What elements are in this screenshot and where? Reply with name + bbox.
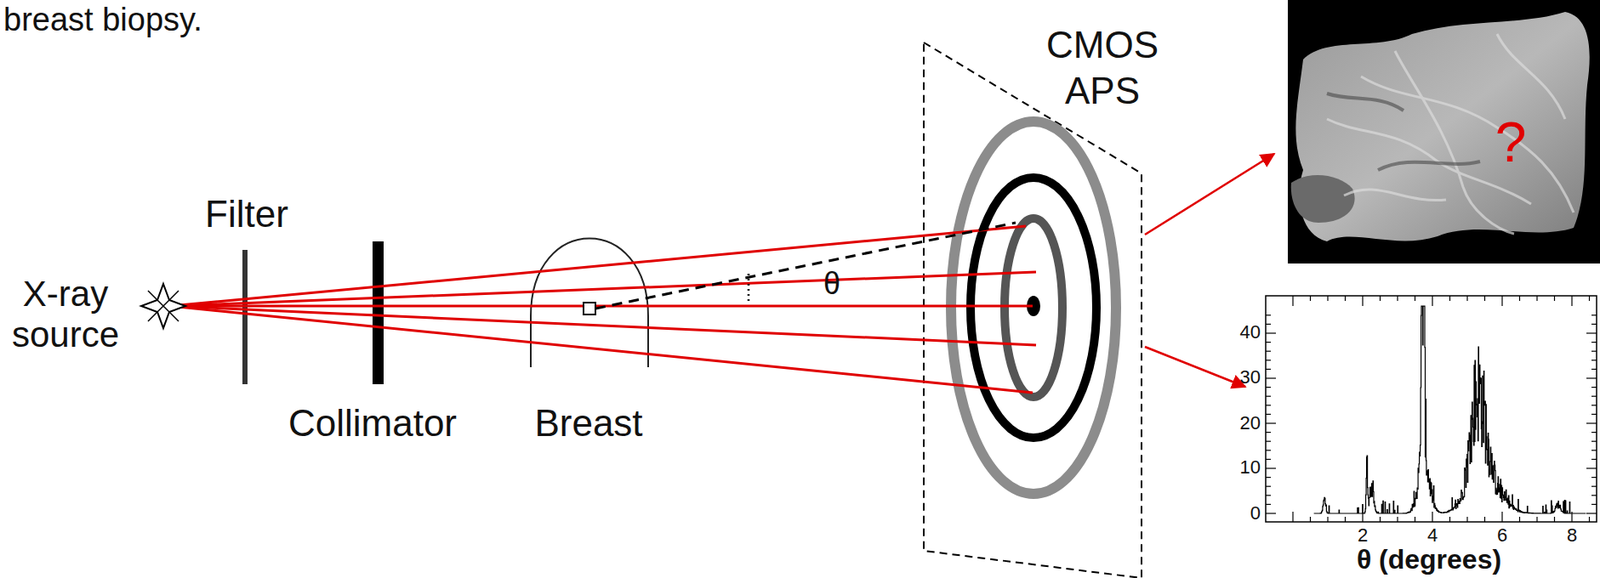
sample-voxel bbox=[583, 302, 596, 315]
collimator-plate bbox=[372, 241, 384, 385]
filter-plate bbox=[242, 250, 248, 385]
histogram-frame bbox=[1265, 296, 1597, 523]
tissue-strands bbox=[1326, 34, 1574, 234]
question-mark: ? bbox=[1495, 110, 1527, 176]
tick-label: 30 bbox=[1240, 366, 1261, 388]
tick-label: 20 bbox=[1240, 412, 1261, 434]
detector-plane bbox=[923, 42, 1142, 578]
middle-ring bbox=[970, 177, 1097, 439]
part-label: Breast bbox=[534, 402, 643, 446]
tick-label: 6 bbox=[1497, 524, 1508, 547]
tick-label: 0 bbox=[1250, 502, 1261, 524]
scatter-ray bbox=[595, 222, 1016, 309]
histogram-trace bbox=[1314, 306, 1587, 514]
tissue-region bbox=[1291, 175, 1356, 223]
x-ray-beams bbox=[170, 226, 1037, 393]
tick-label: 2 bbox=[1357, 524, 1368, 547]
source-star bbox=[141, 284, 186, 329]
part-label: Filter bbox=[204, 193, 289, 237]
inner-ring bbox=[1004, 218, 1063, 398]
output-arrow bbox=[1144, 153, 1275, 235]
source-star bbox=[148, 290, 179, 322]
tick-label: 8 bbox=[1566, 524, 1578, 547]
axis-title: θ (degrees) bbox=[1356, 544, 1502, 576]
outer-ring bbox=[950, 121, 1117, 495]
tissue-shadows bbox=[1326, 93, 1481, 171]
tick-label: 40 bbox=[1240, 321, 1261, 343]
source-label: X-ray source bbox=[1, 273, 130, 357]
angle-marker bbox=[747, 273, 751, 305]
angle-label: θ bbox=[823, 266, 841, 302]
tick-label: 10 bbox=[1240, 456, 1261, 479]
output-arrow bbox=[1144, 347, 1246, 388]
detector-label: CMOS APS bbox=[1038, 22, 1167, 114]
part-label: Collimator bbox=[288, 402, 457, 446]
caption-text: breast biopsy. bbox=[3, 1, 203, 40]
mammogram-image bbox=[1287, 0, 1600, 264]
axis-ticks bbox=[1265, 296, 1597, 523]
tick-label: 4 bbox=[1427, 524, 1438, 547]
